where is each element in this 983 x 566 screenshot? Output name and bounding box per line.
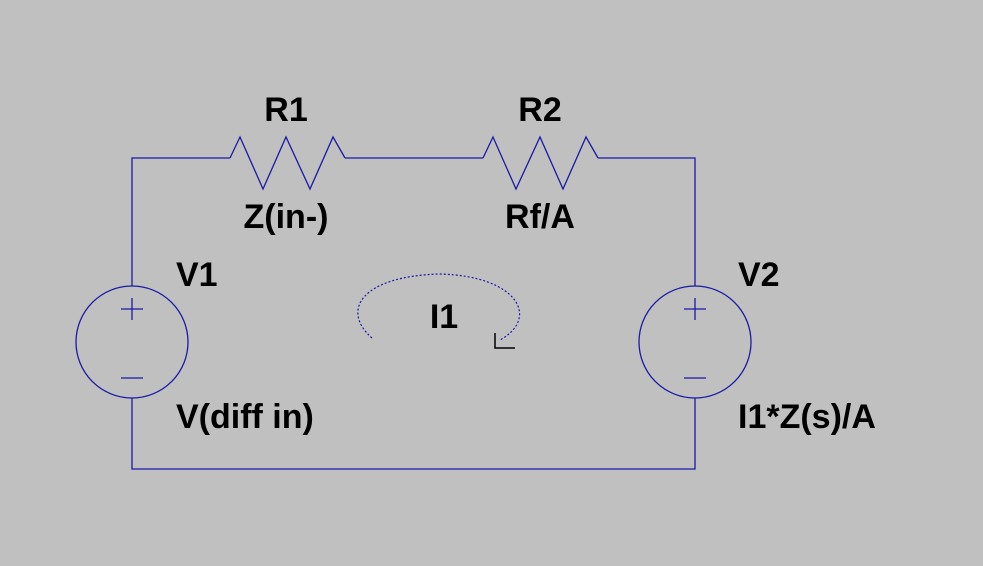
wire-bottom	[131, 398, 696, 470]
resistor-r2-zigzag	[482, 135, 599, 191]
loop-current-arc	[357, 273, 521, 341]
voltage-source-v2-circle	[638, 285, 752, 399]
resistor-r2-value: Rf/A	[505, 198, 575, 236]
voltage-source-v1[interactable]: V1 V(diff in)	[75, 256, 314, 436]
v2-plus-sign	[684, 298, 706, 320]
loop-current-name: I1	[430, 298, 458, 336]
loop-current-direction-icon	[494, 333, 515, 349]
loop-current-i1[interactable]: I1	[357, 273, 521, 349]
resistor-r1-name: R1	[264, 91, 307, 129]
voltage-source-v2[interactable]: V2 I1*Z(s)/A	[638, 256, 876, 436]
resistor-r1-zigzag	[229, 135, 346, 191]
wire-right-top	[598, 157, 696, 286]
wire-left-top	[131, 157, 230, 286]
resistor-r2[interactable]: R2 Rf/A	[482, 91, 599, 236]
voltage-source-v2-name: V2	[738, 256, 780, 294]
voltage-source-v2-value: I1*Z(s)/A	[738, 398, 876, 436]
wires	[131, 157, 696, 470]
voltage-source-v1-name: V1	[176, 256, 218, 294]
resistor-r1-value: Z(in-)	[244, 198, 329, 236]
v1-plus-sign	[121, 298, 143, 320]
resistor-r1[interactable]: R1 Z(in-)	[229, 91, 346, 236]
resistor-r2-name: R2	[518, 91, 561, 129]
voltage-source-v1-circle	[75, 285, 189, 399]
voltage-source-v1-value: V(diff in)	[176, 398, 314, 436]
